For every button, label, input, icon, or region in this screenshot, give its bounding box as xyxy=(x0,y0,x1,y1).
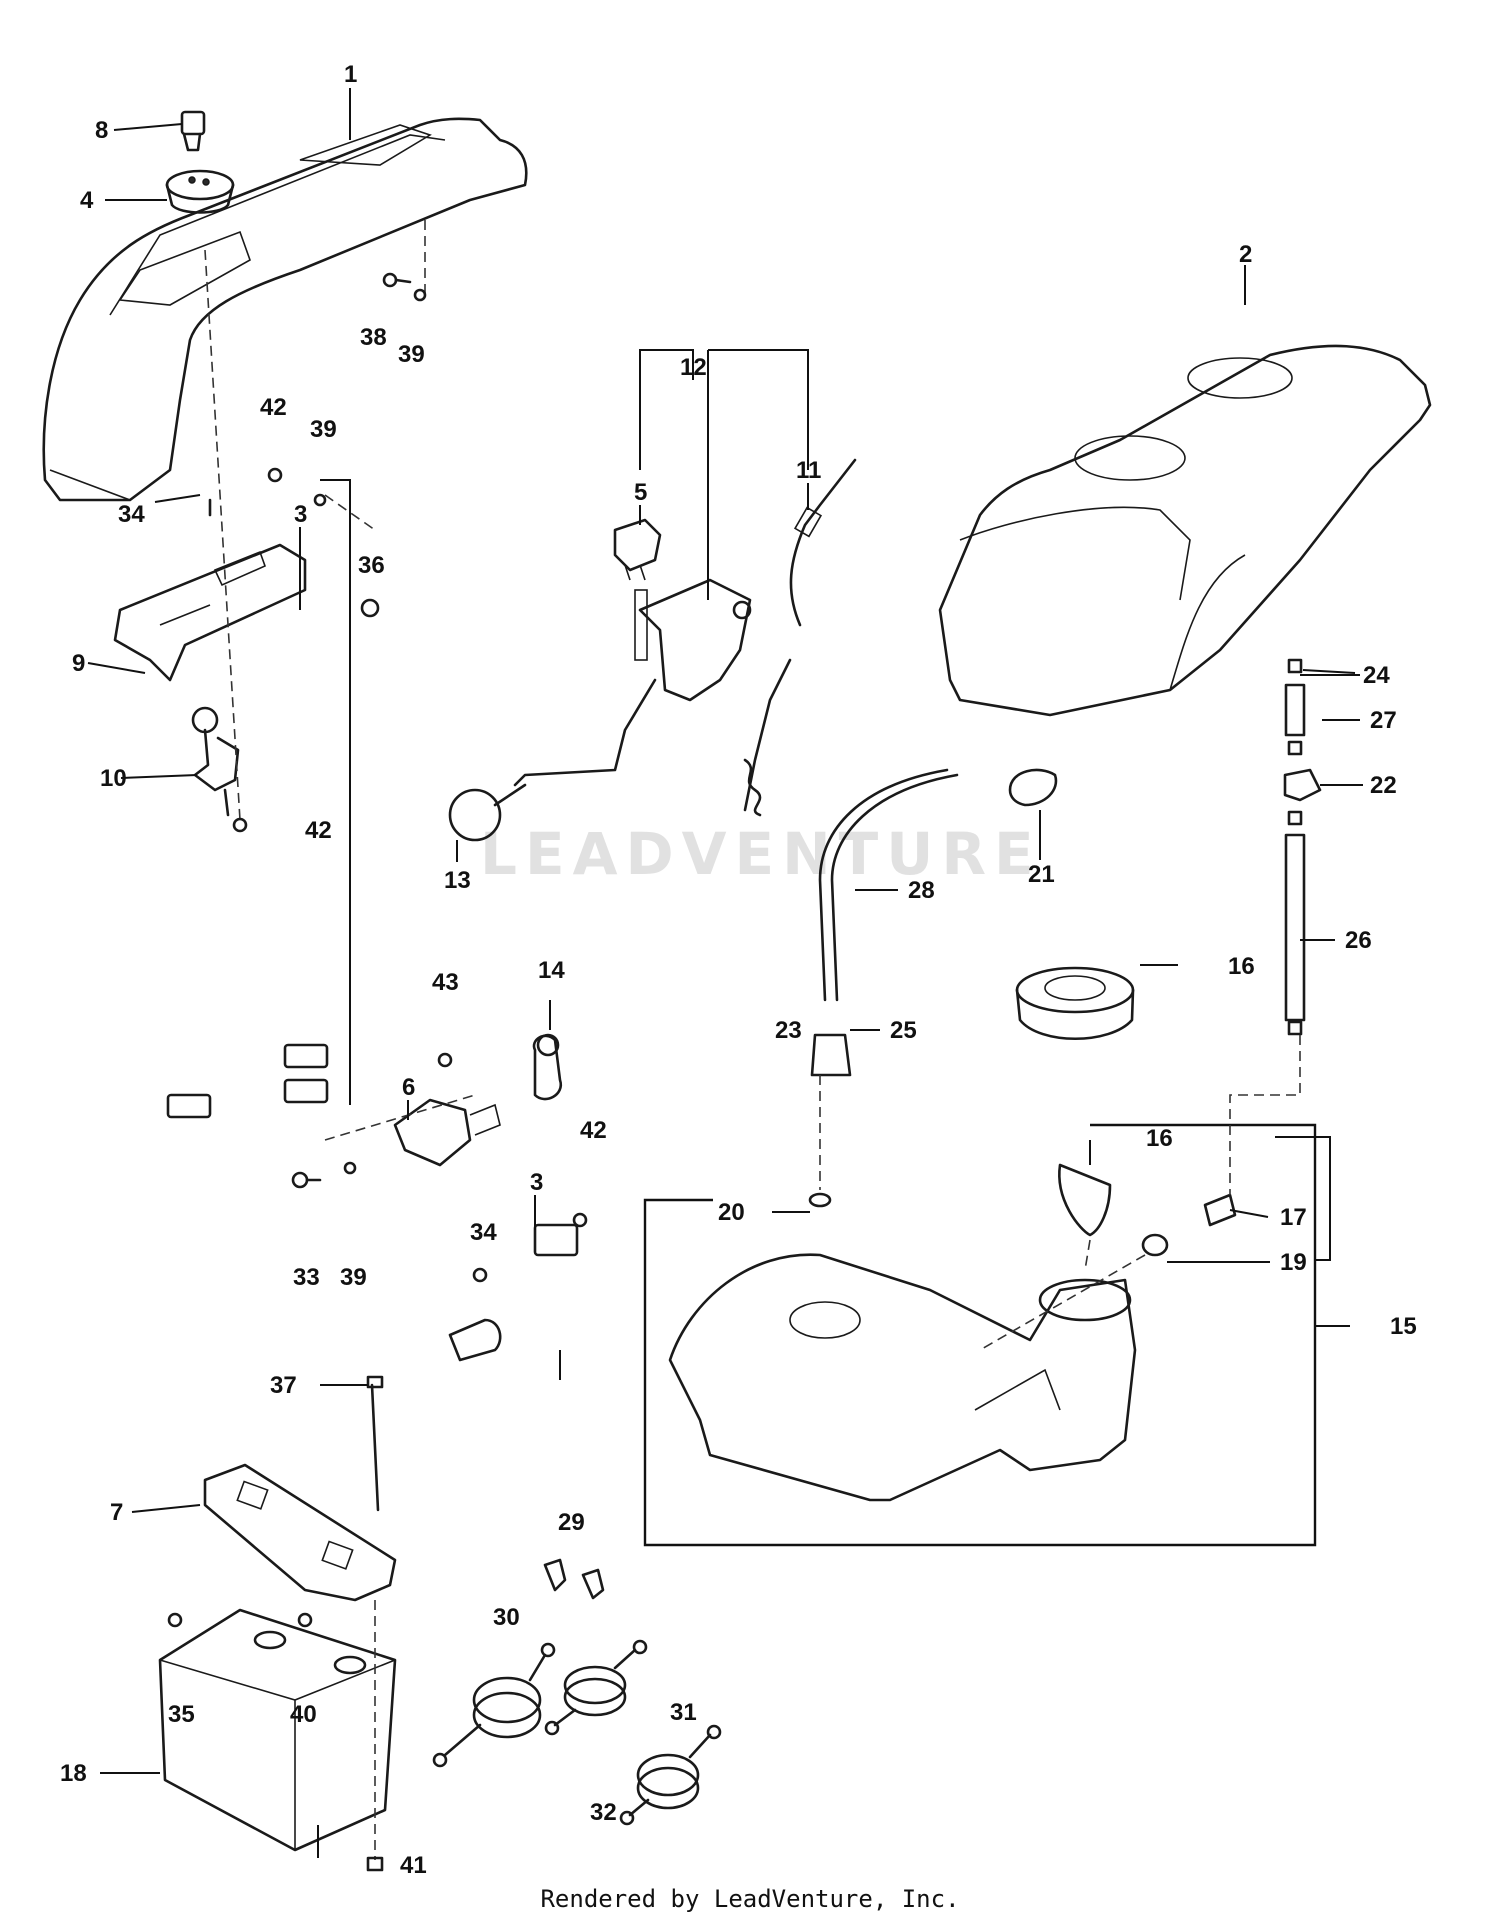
callout-3-bottom: 3 xyxy=(530,1169,543,1196)
callout-16-gauge: 16 xyxy=(1146,1125,1173,1152)
ignition-key-part xyxy=(180,110,206,152)
leader-lines xyxy=(87,88,1360,1858)
callout-41: 41 xyxy=(400,1852,427,1879)
callout-35: 35 xyxy=(168,1701,195,1728)
callout-2: 2 xyxy=(1239,241,1252,268)
safety-switch-part xyxy=(613,518,662,581)
callout-29: 29 xyxy=(558,1509,585,1536)
callout-14: 14 xyxy=(538,957,565,984)
callout-19: 19 xyxy=(1280,1249,1307,1276)
callout-22-final: 22 xyxy=(1370,772,1397,799)
callout-7: 7 xyxy=(110,1499,123,1526)
elbow-fitting-part xyxy=(1203,1193,1237,1227)
callout-18: 18 xyxy=(60,1760,87,1787)
relay-part xyxy=(393,1098,501,1167)
callout-3-top: 3 xyxy=(294,501,307,528)
callout-15: 15 xyxy=(1390,1313,1417,1340)
callout-43: 43 xyxy=(432,969,459,996)
bushing-part xyxy=(1141,1233,1169,1257)
mounting-bracket-part xyxy=(113,543,307,682)
holddown-rod-part xyxy=(370,1383,380,1512)
fuel-filter-part xyxy=(810,1033,852,1077)
battery-part xyxy=(158,1608,397,1852)
callout-42-top: 42 xyxy=(260,394,287,421)
ignition-switch-part xyxy=(165,169,235,214)
throttle-cable-part xyxy=(743,458,857,817)
callout-32: 32 xyxy=(590,1799,617,1826)
grommet-part xyxy=(1008,768,1058,807)
fuel-tank-assembly-box xyxy=(643,1123,1317,1547)
callout-20: 20 xyxy=(718,1199,745,1226)
callout-17: 17 xyxy=(1280,1204,1307,1231)
connector-part xyxy=(166,1043,579,1257)
control-assembly-part xyxy=(448,578,752,842)
fuel-line-part xyxy=(818,768,959,1002)
callout-12: 12 xyxy=(680,354,707,381)
cable-clip-part xyxy=(543,1558,605,1600)
callout-39-top: 39 xyxy=(398,341,425,368)
dash-panel-part xyxy=(42,117,528,502)
callout-24-final: 24 xyxy=(1363,662,1390,689)
fuel-gauge-part xyxy=(1058,1163,1112,1237)
credit-line: Rendered by LeadVenture, Inc. xyxy=(540,1885,960,1913)
shutoff-valve-part xyxy=(1283,768,1322,802)
callout-37: 37 xyxy=(270,1372,297,1399)
callout-39-mid: 39 xyxy=(310,416,337,443)
callout-5: 5 xyxy=(634,479,647,506)
callout-1: 1 xyxy=(344,61,357,88)
callout-9: 9 xyxy=(72,650,85,677)
callout-6: 6 xyxy=(402,1074,415,1101)
throttle-lever-part xyxy=(191,706,240,817)
callout-26: 26 xyxy=(1345,927,1372,954)
callout-27: 27 xyxy=(1370,707,1397,734)
boot-part xyxy=(448,1318,502,1362)
callout-16-cap: 16 xyxy=(1228,953,1255,980)
battery-holddown-part xyxy=(203,1463,397,1602)
holddown-rod-head-part xyxy=(366,1375,384,1389)
callout-13: 13 xyxy=(444,867,471,894)
right-fender-part xyxy=(938,344,1432,717)
fuel-hose-part xyxy=(1284,658,1306,1036)
callout-10: 10 xyxy=(100,765,127,792)
callout-33: 33 xyxy=(293,1264,320,1291)
callout-34-bottom: 34 xyxy=(470,1219,497,1246)
battery-cable-part xyxy=(432,1639,722,1826)
watermark-text: LEADVENTURE xyxy=(480,820,1042,888)
callout-31: 31 xyxy=(670,1699,697,1726)
callout-39-bottom: 39 xyxy=(340,1264,367,1291)
callout-40: 40 xyxy=(290,1701,317,1728)
washer-part xyxy=(808,1192,832,1208)
fuel-tank-part xyxy=(668,1253,1137,1502)
assembly-guide-lines xyxy=(204,220,1301,1860)
leader-24 xyxy=(1302,669,1356,674)
hardware-part xyxy=(167,272,588,1872)
callout-25: 25 xyxy=(890,1017,917,1044)
callout-30: 30 xyxy=(493,1604,520,1631)
callout-labels: 1 2 3 3 4 5 6 7 8 9 10 11 12 13 14 15 16… xyxy=(60,61,1417,1879)
callout-21: 21 xyxy=(1028,861,1055,888)
callout-11: 11 xyxy=(796,457,821,484)
callout-38: 38 xyxy=(360,324,387,351)
callout-42-mid: 42 xyxy=(305,817,332,844)
callout-42-bottom: 42 xyxy=(580,1117,607,1144)
callout-23: 23 xyxy=(775,1017,802,1044)
callout-28: 28 xyxy=(908,877,935,904)
callout-8: 8 xyxy=(95,117,108,144)
solenoid-part xyxy=(532,1033,563,1101)
callout-36: 36 xyxy=(358,552,385,579)
fuel-cap-part xyxy=(1015,966,1135,1041)
callout-34-top: 34 xyxy=(118,501,145,528)
callout-4: 4 xyxy=(80,187,94,214)
